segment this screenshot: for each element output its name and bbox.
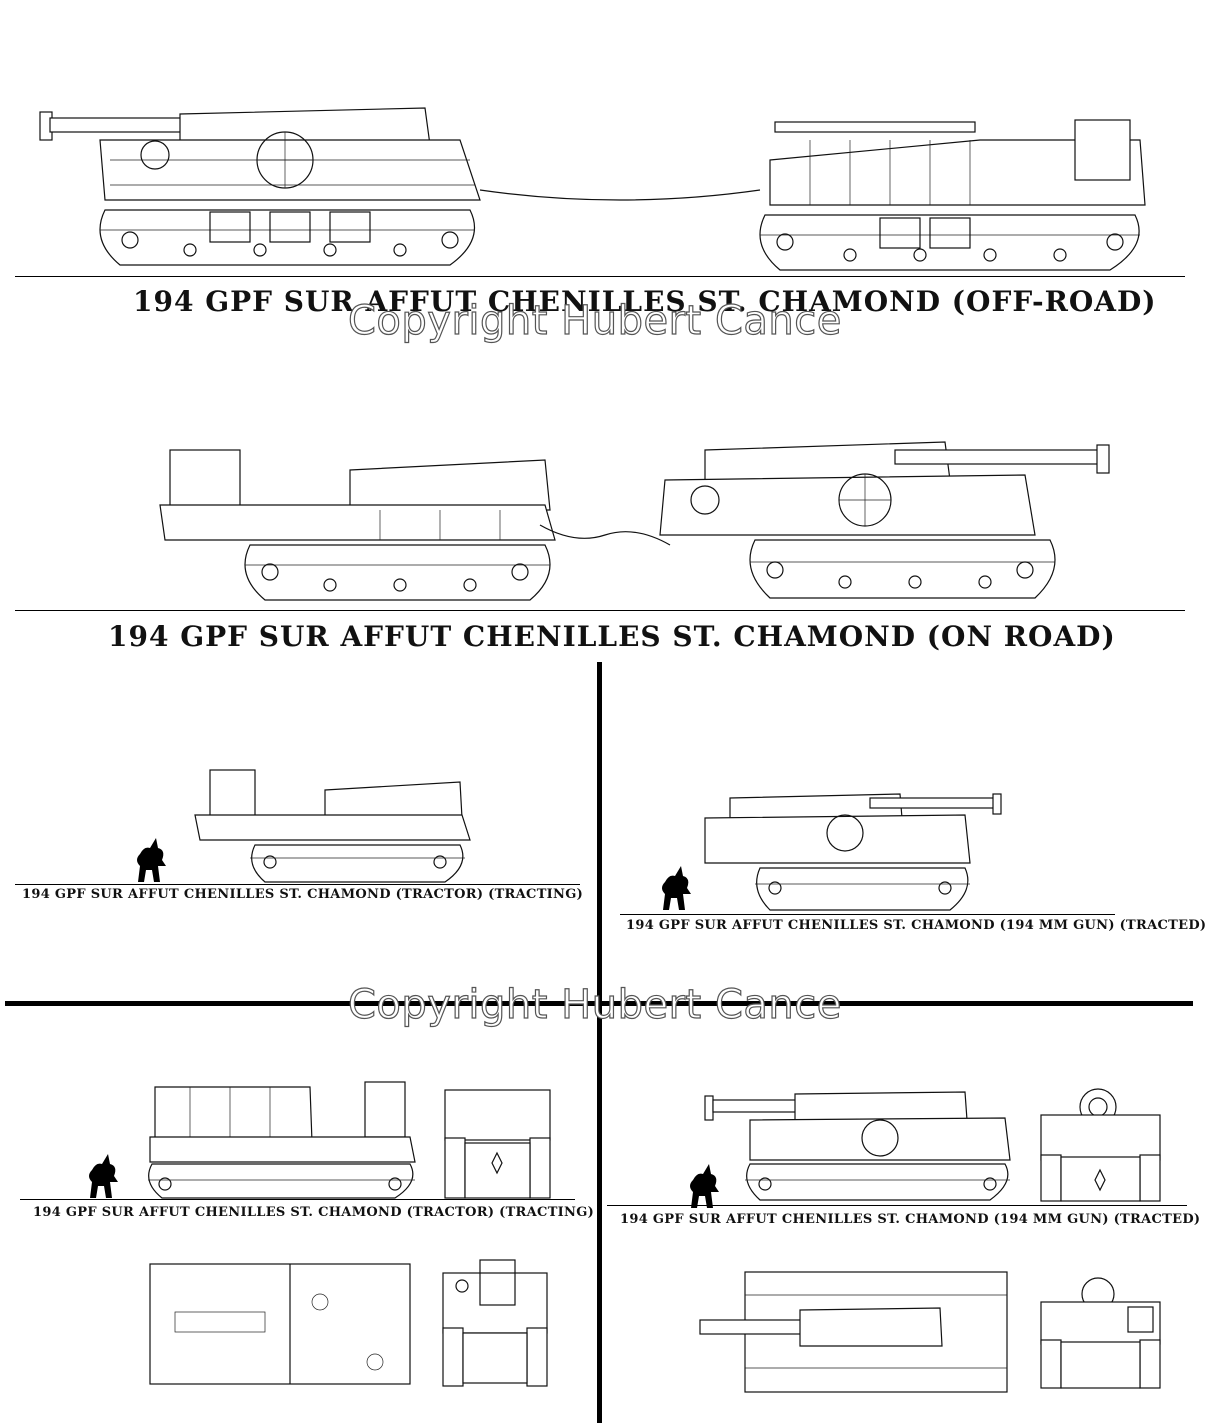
logo-icon-b: [662, 866, 691, 910]
onroad-gun-drawing: [659, 441, 1110, 599]
gun-b-side-drawing: [704, 1091, 1011, 1201]
gun-b-rear-drawing: [1040, 1277, 1161, 1389]
gun-a-drawing: [704, 793, 1002, 911]
gun-a-caption: 194 GPF SUR AFFUT CHENILLES ST. CHAMOND …: [626, 918, 1206, 933]
tractor-b-side-drawing: [148, 1081, 416, 1199]
offroad-gun-drawing: [39, 107, 481, 266]
tow-cable: [479, 189, 761, 201]
tractor-b-top-drawing: [149, 1263, 411, 1385]
watermark-top: Copyright Hubert Cance: [347, 297, 842, 344]
onroad-tractor-drawing: [159, 449, 556, 601]
tractor-b-rear-drawing: [442, 1259, 548, 1387]
gun-b-front-drawing: [1040, 1088, 1161, 1202]
gun-b-top-drawing: [699, 1271, 1008, 1393]
ground-line-4: [620, 914, 1115, 915]
onroad-caption: 194 GPF SUR AFFUT CHENILLES ST. CHAMOND …: [108, 620, 1116, 653]
tractor-b-front-drawing: [444, 1089, 551, 1199]
tractor-a-caption: 194 GPF SUR AFFUT CHENILLES ST. CHAMOND …: [22, 887, 584, 902]
ground-line: [15, 276, 1185, 277]
logo-icon-d: [690, 1164, 719, 1208]
ground-line-3: [15, 884, 580, 885]
vertical-divider: [597, 662, 602, 1423]
offroad-caption: 194 GPF SUR AFFUT CHENILLES ST. CHAMOND …: [133, 285, 1157, 318]
logo-icon-c: [89, 1154, 118, 1198]
horizontal-divider: [5, 1001, 1193, 1006]
offroad-tractor-drawing: [759, 119, 1146, 271]
watermark-middle: Copyright Hubert Cance: [347, 981, 842, 1028]
ground-line-2: [15, 610, 1185, 611]
ground-line-5: [20, 1199, 575, 1200]
tractor-a-drawing: [194, 769, 471, 883]
ground-line-6: [607, 1205, 1187, 1206]
tractor-b-caption: 194 GPF SUR AFFUT CHENILLES ST. CHAMOND …: [33, 1205, 595, 1220]
gun-b-caption: 194 GPF SUR AFFUT CHENILLES ST. CHAMOND …: [620, 1212, 1201, 1227]
tow-cable-2: [539, 524, 671, 546]
logo-icon-a: [137, 838, 166, 882]
